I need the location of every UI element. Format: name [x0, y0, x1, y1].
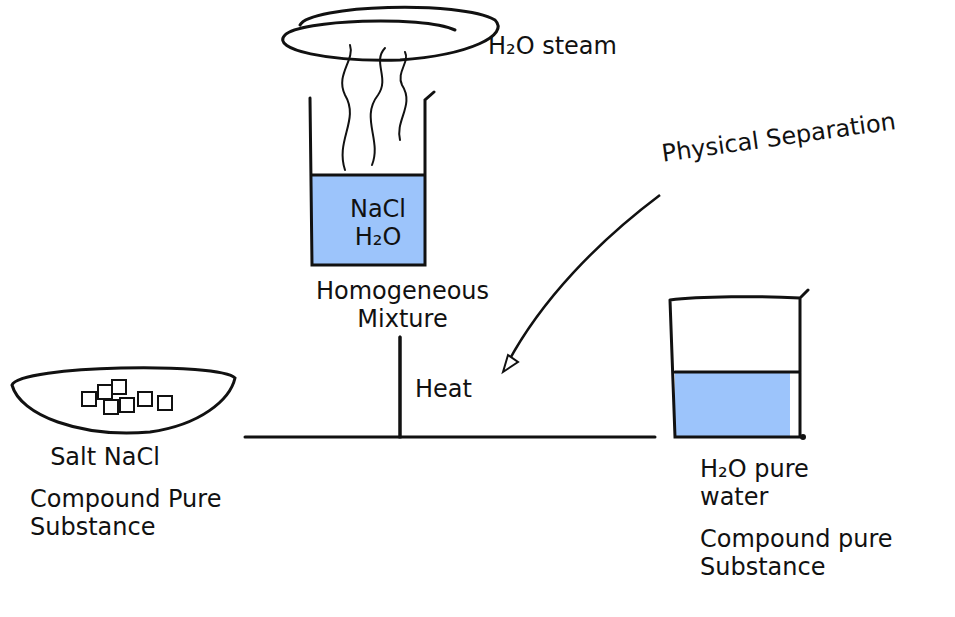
node-heading: Salt NaCl [45, 443, 165, 471]
process-label: Heat [415, 375, 505, 403]
salt-dish [12, 368, 235, 433]
liquid [675, 372, 790, 437]
beaker [310, 92, 434, 265]
line-end [800, 434, 806, 440]
node-heading: Homogeneous Mixture [295, 277, 510, 333]
content-text: NaCl H₂O [330, 195, 426, 251]
beaker [670, 290, 808, 437]
classification-text: Compound Pure Substance [30, 485, 240, 541]
steam-label: H₂O steam [488, 32, 618, 60]
node-heading: H₂O pure water [700, 455, 870, 511]
liquid [312, 175, 425, 265]
separation-line [400, 337, 655, 437]
substance-node: NaCl H₂O Homogeneous Mixture [295, 95, 510, 337]
substance-node: Salt NaClCompound Pure Substance [10, 365, 245, 545]
annotation: Physical Separation [660, 105, 911, 168]
classification-text: Compound pure Substance [700, 525, 930, 581]
separation-line [245, 337, 400, 437]
leader-line [505, 195, 660, 368]
substance-node: H₂O pure waterCompound pure Substance [655, 295, 945, 585]
steam-cloud [283, 7, 498, 60]
arrowhead [503, 355, 518, 372]
salt-crystals [82, 380, 172, 414]
steam-wisp [399, 52, 406, 140]
steam-wisp [371, 48, 385, 165]
steam-wisp [342, 45, 351, 170]
